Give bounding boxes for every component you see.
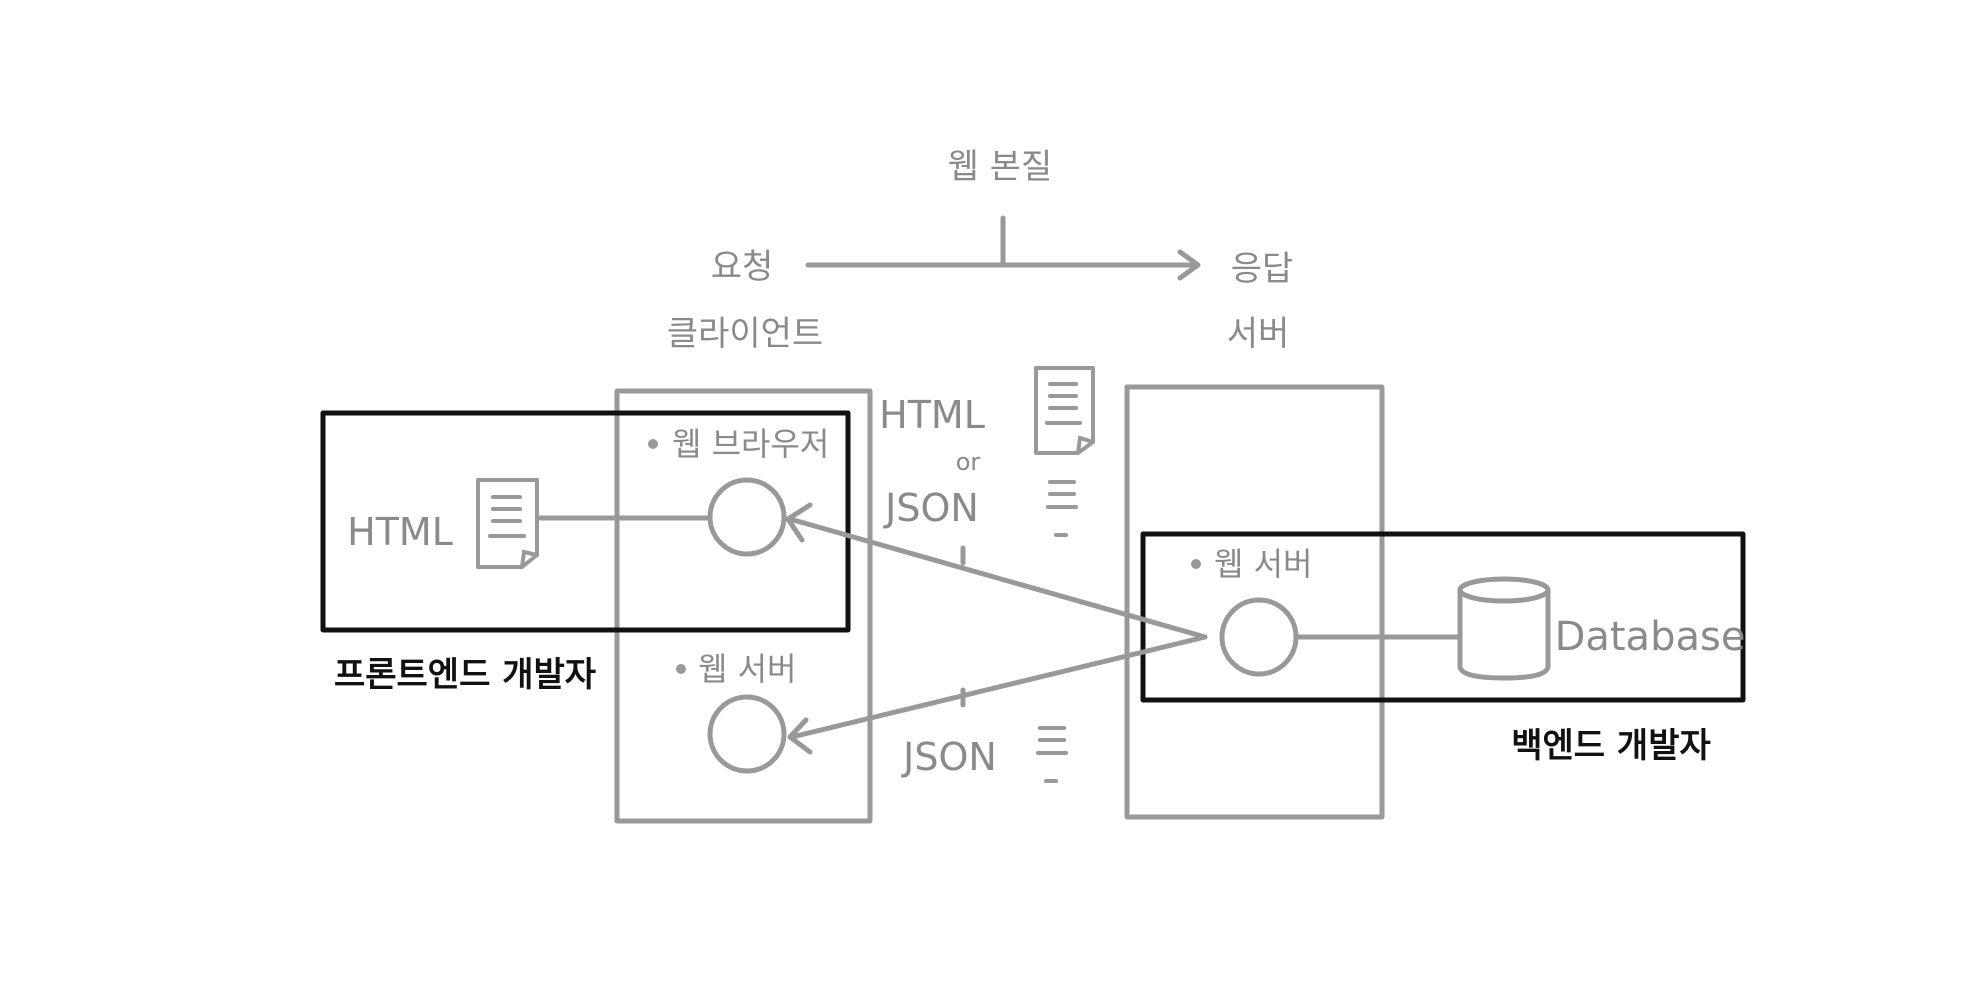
server-label: 서버 <box>1227 314 1290 354</box>
json-bottom-label: JSON <box>901 735 997 779</box>
client-webserver-node <box>707 694 787 774</box>
frontend-developer-label: 프론트엔드 개발자 <box>334 655 596 695</box>
browser-label: 웹 브라우저 <box>672 425 829 463</box>
client-webserver-bullet <box>676 664 686 674</box>
response-arrowhead-browser <box>785 502 813 543</box>
json-bottom-document-icon <box>1036 726 1068 783</box>
json-top-label: JSON <box>883 486 979 530</box>
database-label: Database <box>1555 614 1746 660</box>
request-label: 요청 <box>711 247 774 287</box>
response-arrow-to-browser <box>787 516 1208 640</box>
request-response-arrowhead <box>1177 249 1201 281</box>
client-box <box>614 388 873 824</box>
client-label: 클라이언트 <box>667 314 823 354</box>
response-arrowhead-webserver <box>787 717 813 755</box>
server-webserver-bullet <box>1191 559 1201 569</box>
response-label: 응답 <box>1231 249 1294 289</box>
html-label: HTML <box>347 510 453 554</box>
backend-developer-label: 백엔드 개발자 <box>1511 726 1711 766</box>
client-webserver-label: 웹 서버 <box>698 650 797 688</box>
frontend-developer-box <box>320 410 851 633</box>
server-webserver-label: 웹 서버 <box>1214 545 1313 583</box>
response-arrow-to-webserver <box>789 634 1208 740</box>
server-box <box>1124 384 1385 820</box>
browser-bullet <box>648 439 658 449</box>
web-nature-label: 웹 본질 <box>948 147 1053 187</box>
database-icon <box>1457 576 1551 681</box>
html-transfer-document-icon <box>1034 366 1095 455</box>
browser-node <box>707 477 787 557</box>
or-label: or <box>956 448 981 476</box>
html-transfer-label: HTML <box>879 393 985 437</box>
server-webserver-node <box>1219 597 1299 677</box>
html-document-icon <box>476 478 539 569</box>
json-top-document-icon <box>1046 480 1078 537</box>
